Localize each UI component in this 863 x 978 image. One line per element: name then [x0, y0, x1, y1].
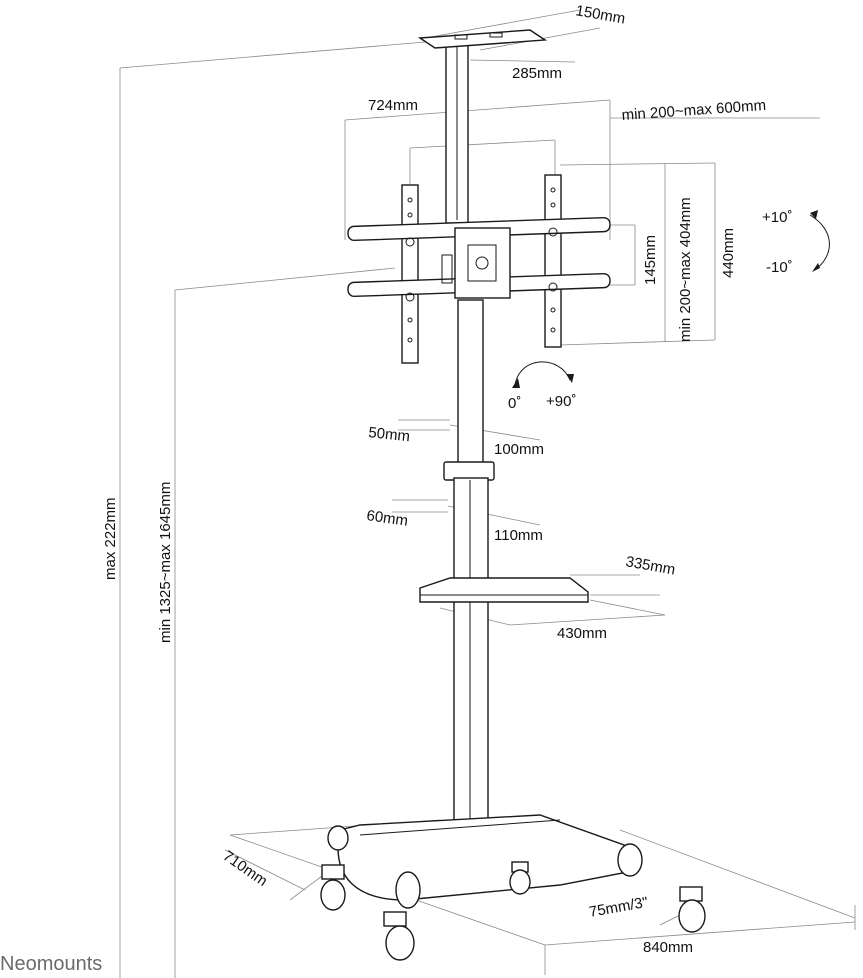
label-top-plate-width: 285mm [512, 65, 562, 82]
center-column [443, 37, 495, 839]
top-plate [417, 29, 548, 49]
label-lower-pole-depth: 60mm [365, 507, 409, 530]
label-base-width: 840mm [643, 939, 693, 956]
label-top-plate-depth: 150mm [574, 2, 626, 27]
label-hole-width-range: min 200~max 600mm [621, 97, 766, 124]
caster-back [509, 861, 531, 895]
label-interface-height: 440mm [720, 228, 737, 278]
vesa-mount [347, 174, 611, 364]
label-caster-size: 75mm/3" [588, 894, 650, 921]
tilt-arrow-icon [809, 210, 830, 272]
label-shelf-width: 430mm [557, 625, 607, 642]
caster-front-left [320, 864, 346, 911]
label-bar-spacing: 145mm [642, 235, 659, 285]
label-upper-pole-depth: 50mm [368, 424, 411, 445]
caster-right [678, 886, 706, 933]
base [327, 814, 643, 909]
rotate-arrow-icon [512, 361, 574, 388]
label-interface-width: 724mm [368, 97, 418, 114]
label-hole-height-range: min 200~max 404mm [677, 197, 694, 342]
label-upper-pole-width: 100mm [494, 441, 544, 458]
label-rotate-end: +90˚ [546, 393, 576, 410]
label-tilt-down: -10˚ [766, 259, 793, 276]
label-height-range: min 1325~max 1645mm [157, 482, 174, 643]
av-shelf [419, 577, 589, 603]
caster-front-center [383, 911, 415, 961]
casters [320, 861, 706, 961]
label-tilt-up: +10˚ [762, 209, 792, 226]
label-rotate-start: 0˚ [508, 395, 521, 412]
brand-logo: Neomounts [0, 953, 102, 975]
label-total-height: max 222mm [102, 497, 119, 580]
label-lower-pole-width: 110mm [494, 527, 543, 544]
